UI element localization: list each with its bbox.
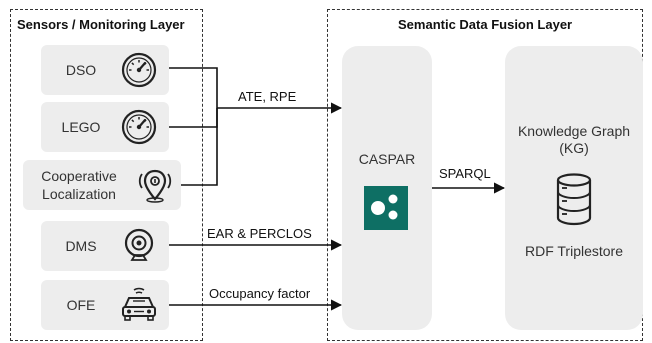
caspar-logo-icon: [364, 186, 408, 230]
edge-label-ate-rpe: ATE, RPE: [238, 89, 297, 104]
database-icon: [556, 173, 592, 226]
kg-column: [505, 46, 643, 330]
sensor-dso-label: DSO: [65, 62, 97, 78]
sensor-dms: DMS: [41, 221, 169, 271]
edge-label-ear-perclos: EAR & PERCLOS: [207, 226, 312, 241]
location-pin-icon: [138, 169, 172, 203]
edge-label-sparql: SPARQL: [439, 166, 491, 181]
caspar-label: CASPAR: [358, 151, 416, 167]
webcam-icon: [124, 228, 154, 261]
sensor-dms-label: DMS: [65, 238, 97, 254]
sensor-cooperative-localization: Cooperative Localization: [23, 160, 181, 210]
sensor-coop-label-line1: Cooperative: [41, 168, 117, 184]
rdf-triplestore-label: RDF Triplestore: [524, 243, 624, 259]
kg-title-line1: Knowledge Graph: [517, 123, 631, 139]
car-icon: [122, 287, 156, 321]
sensor-dso: DSO: [41, 45, 169, 95]
fusion-layer-title: Semantic Data Fusion Layer: [398, 17, 573, 32]
sensor-lego: LEGO: [41, 102, 169, 152]
sensor-ofe: OFE: [41, 280, 169, 330]
speedometer-icon: [121, 52, 157, 88]
sensor-ofe-label: OFE: [66, 297, 96, 313]
sensor-coop-label-line2: Localization: [42, 186, 116, 202]
sensors-layer: [10, 9, 203, 341]
speedometer-icon: [121, 109, 157, 145]
sensor-lego-label: LEGO: [61, 119, 101, 135]
connector-coop: [181, 108, 218, 186]
kg-title-line2: (KG): [559, 140, 589, 156]
connector-lego: [169, 108, 218, 128]
connector-dso: [169, 67, 218, 108]
sensors-layer-title: Sensors / Monitoring Layer: [17, 17, 185, 32]
edge-label-occupancy: Occupancy factor: [209, 286, 311, 301]
